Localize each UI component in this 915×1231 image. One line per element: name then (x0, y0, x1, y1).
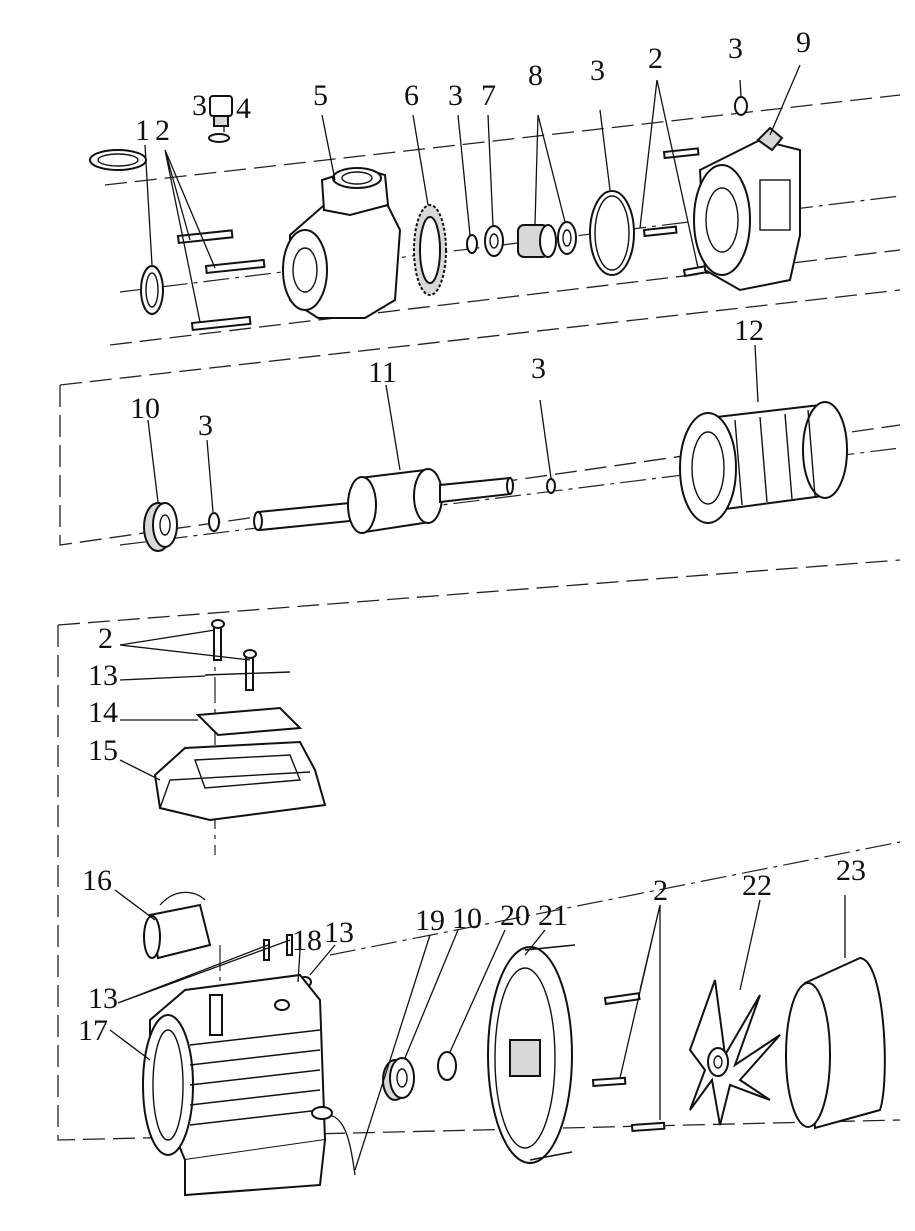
label-23: 23 (836, 854, 866, 887)
bolts-end-cover (591, 992, 666, 1133)
label-3: 3 (590, 54, 605, 87)
label-5: 5 (313, 79, 328, 112)
washer-7 (484, 225, 504, 257)
gasket-13 (204, 671, 291, 676)
label-19: 19 (415, 904, 445, 937)
mechanical-seal (517, 221, 577, 258)
label-22: 22 (742, 869, 772, 902)
label-13: 13 (324, 916, 354, 949)
label-17: 17 (78, 1014, 108, 1047)
label-1: 1 (135, 114, 150, 147)
label-2: 2 (155, 114, 170, 147)
label-3: 3 (448, 79, 463, 112)
nameplate-14 (195, 706, 303, 737)
small-ring-a (466, 234, 478, 254)
circlip-left (208, 512, 220, 532)
label-6: 6 (404, 79, 419, 112)
label-16: 16 (82, 864, 112, 897)
label-13: 13 (88, 982, 118, 1015)
label-3: 3 (198, 409, 213, 442)
motor-frame-17 (142, 973, 327, 1197)
label-3: 3 (728, 32, 743, 65)
label-15: 15 (88, 734, 118, 767)
label-20: 20 (500, 899, 530, 932)
label-3: 3 (531, 352, 546, 385)
terminal-cover-15 (153, 740, 327, 822)
label-2: 2 (648, 42, 663, 75)
motor-frame-row (142, 891, 886, 1197)
label-9: 9 (796, 26, 811, 59)
drain-plug (209, 95, 233, 117)
label-3: 3 (192, 89, 207, 122)
label-11: 11 (368, 356, 397, 389)
label-7: 7 (481, 79, 496, 112)
leader-lines (109, 64, 846, 1171)
part-labels: 1 2 3 4 5 6 3 7 8 3 2 3 9 12 11 3 10 3 2… (78, 26, 866, 1047)
rotor-row (143, 401, 848, 552)
seal-ring-1 (140, 265, 164, 315)
label-18: 18 (292, 924, 322, 957)
pump-head-row (89, 95, 801, 332)
plug-washer (208, 133, 230, 143)
label-2: 2 (653, 874, 668, 907)
o-ring-large (589, 190, 635, 276)
label-14: 14 (88, 696, 118, 729)
label-21: 21 (538, 899, 568, 932)
circlip-right (546, 478, 556, 494)
label-10: 10 (452, 902, 482, 935)
washer-top-right (734, 96, 748, 116)
fan-cover-23 (785, 956, 886, 1130)
stator (679, 401, 848, 524)
label-10: 10 (130, 392, 160, 425)
bearing-10-top (143, 502, 178, 552)
terminal-cover-row (153, 619, 327, 822)
pump-housing (282, 166, 402, 319)
fan-22 (688, 979, 781, 1126)
wave-washer-20 (437, 1051, 457, 1081)
end-cover-21 (487, 944, 576, 1164)
label-8: 8 (528, 59, 543, 92)
motor-flange (693, 126, 801, 292)
label-2: 2 (98, 622, 113, 655)
screws-cover (211, 619, 257, 691)
impeller (413, 204, 447, 296)
label-12: 12 (734, 314, 764, 347)
label-13: 13 (88, 659, 118, 692)
capacitor-16 (143, 891, 212, 960)
bearing-10-bottom (382, 1057, 415, 1101)
bolts-left (176, 229, 266, 332)
rotor-shaft (253, 468, 514, 534)
label-4: 4 (236, 92, 251, 125)
